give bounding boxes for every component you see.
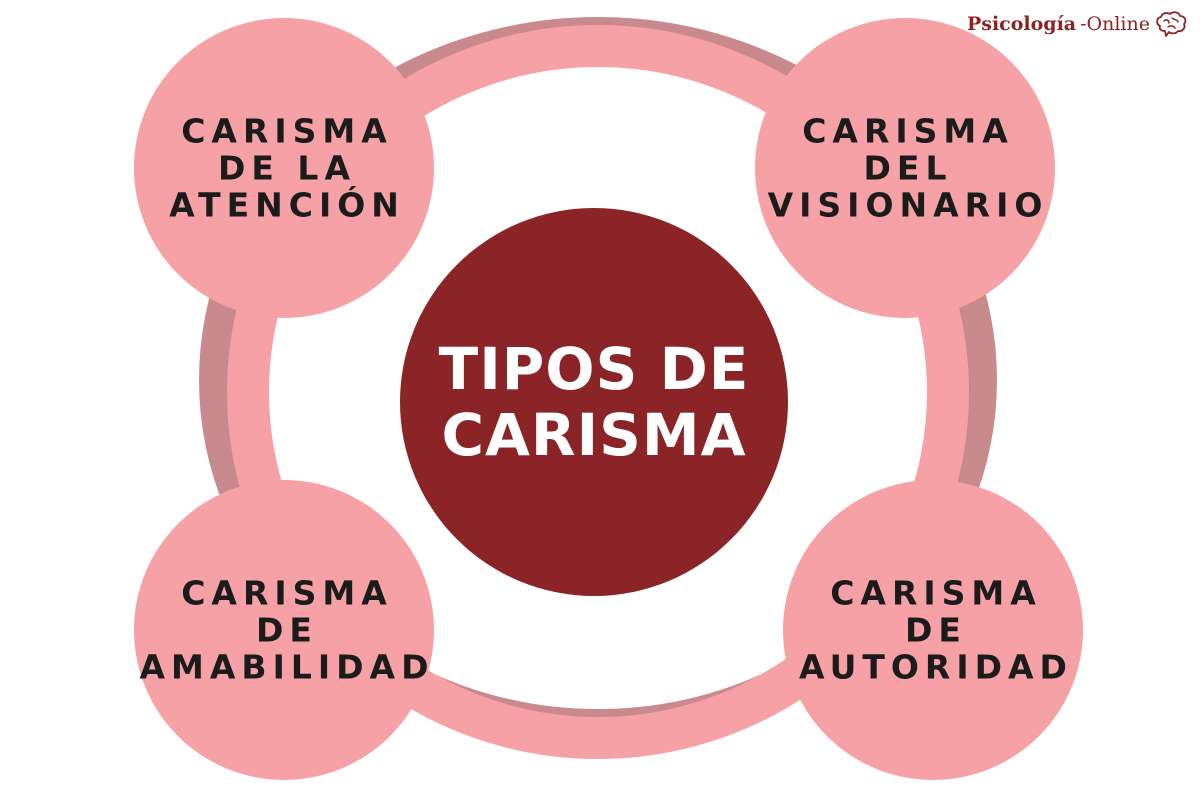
node-line: DEL bbox=[863, 148, 953, 188]
center-title-line: TIPOS DE bbox=[438, 335, 750, 403]
brand-name-bold: Psicología bbox=[966, 13, 1077, 35]
node-carisma-visionario: CARISMA DEL VISIONARIO bbox=[755, 18, 1055, 318]
node-line: CARISMA bbox=[802, 111, 1014, 151]
brand-name-rest: -Online bbox=[1080, 13, 1150, 35]
node-carisma-autoridad: CARISMA DE AUTORIDAD bbox=[783, 480, 1083, 780]
node-line: CARISMA bbox=[181, 111, 393, 151]
node-line: DE bbox=[256, 610, 318, 650]
node-label: CARISMA DEL VISIONARIO bbox=[768, 113, 1043, 224]
node-label: CARISMA DE AMABILIDAD bbox=[140, 575, 429, 686]
node-line: DE LA bbox=[217, 148, 356, 188]
node-label: CARISMA DE LA ATENCIÓN bbox=[169, 113, 399, 224]
center-node-tipos-de-carisma: TIPOS DE CARISMA bbox=[400, 208, 788, 596]
node-line: VISIONARIO bbox=[767, 185, 1049, 225]
node-carisma-atencion: CARISMA DE LA ATENCIÓN bbox=[134, 18, 434, 318]
node-line: DE bbox=[905, 610, 967, 650]
center-title-line: CARISMA bbox=[441, 401, 747, 469]
brain-icon bbox=[1156, 11, 1187, 37]
node-line: AUTORIDAD bbox=[799, 647, 1073, 687]
node-line: AMABILIDAD bbox=[139, 647, 435, 687]
node-carisma-amabilidad: CARISMA DE AMABILIDAD bbox=[134, 480, 434, 780]
node-line: ATENCIÓN bbox=[169, 185, 405, 225]
brand-logo[interactable]: Psicología-Online bbox=[967, 10, 1188, 38]
connector-ring-body bbox=[227, 25, 969, 759]
node-line: CARISMA bbox=[830, 573, 1042, 613]
node-line: CARISMA bbox=[181, 573, 393, 613]
node-label: CARISMA DE AUTORIDAD bbox=[799, 575, 1067, 686]
